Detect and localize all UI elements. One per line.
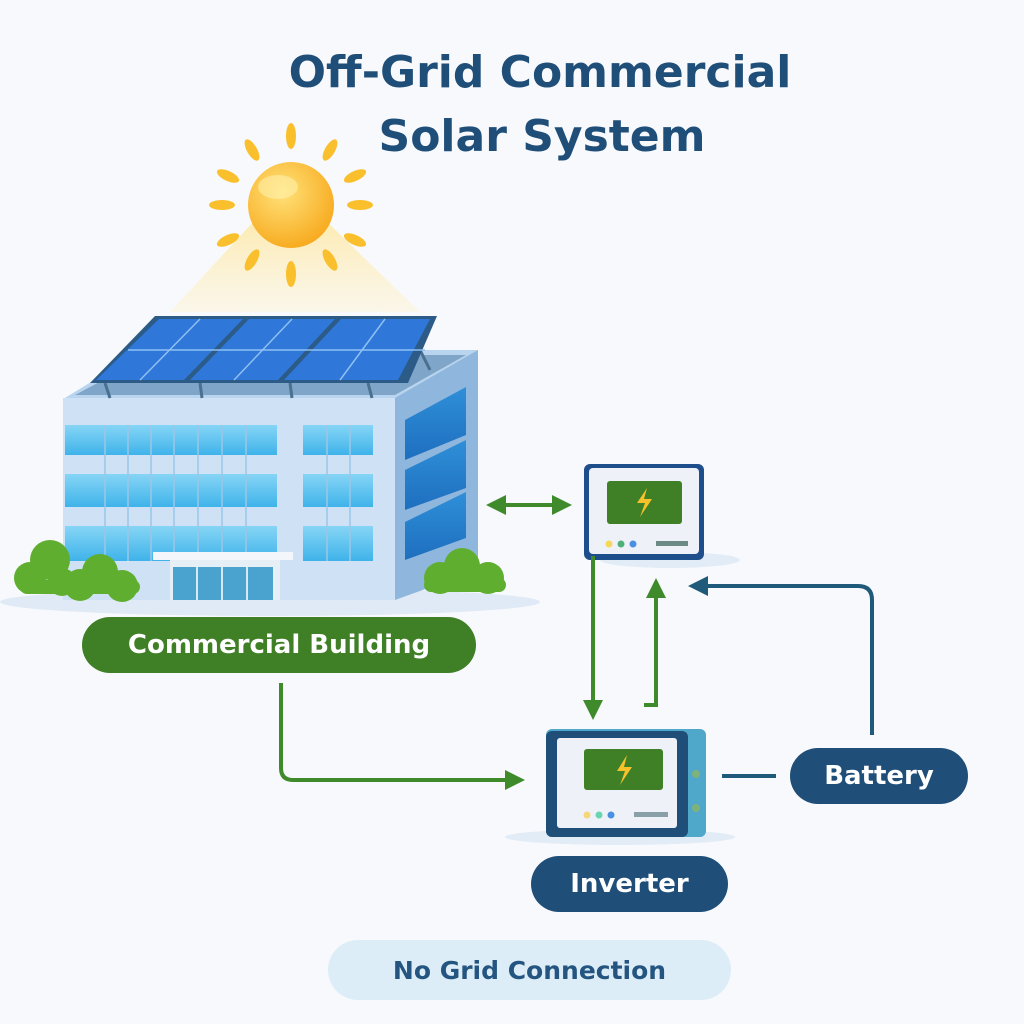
connection-building-to-inverter xyxy=(279,683,525,790)
title-line-1: Off-Grid Commercial xyxy=(288,47,792,98)
commercial-building-label: Commercial Building xyxy=(82,617,476,673)
charge-controller-icon xyxy=(584,464,740,568)
bush-icon xyxy=(14,540,506,602)
inverter-label: Inverter xyxy=(531,856,728,912)
solar-panel-icon xyxy=(90,316,437,399)
title-line-2: Solar System xyxy=(378,111,706,162)
sun-icon xyxy=(170,123,420,312)
lightning-bolt-icon xyxy=(617,755,632,785)
connection-inverter-to-controller xyxy=(644,578,666,707)
lightning-bolt-icon xyxy=(637,488,652,517)
connection-battery-to-controller xyxy=(688,576,874,735)
no-grid-connection-badge: No Grid Connection xyxy=(328,940,731,1000)
battery-label: Battery xyxy=(790,748,968,804)
inverter-icon xyxy=(505,729,735,845)
